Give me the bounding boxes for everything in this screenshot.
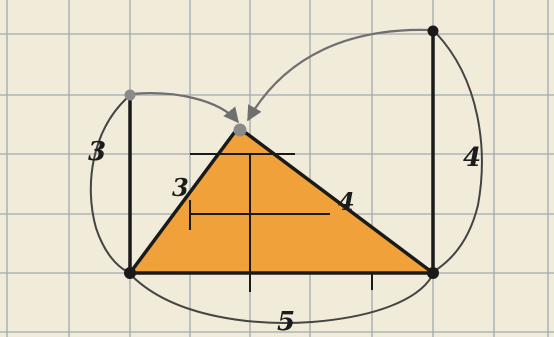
- measure-arcs: [89, 32, 483, 324]
- fold-arrows: [130, 28, 430, 124]
- label-triangle-right-side: 4: [338, 187, 355, 216]
- bottom-right-vertex: [427, 267, 439, 279]
- inner-grid-lines: [189, 153, 330, 273]
- top-left-point: [124, 89, 136, 101]
- vertices: [124, 25, 439, 279]
- label-triangle-left-side: 3: [172, 173, 189, 202]
- top-right-point: [427, 25, 439, 37]
- label-right-vertical-segment: 4: [463, 143, 481, 173]
- bottom-left-vertex: [124, 267, 136, 279]
- axis-ticks: [249, 273, 373, 292]
- right-triangle: [128, 131, 435, 275]
- label-base: 5: [277, 307, 295, 337]
- apex-point: [233, 123, 247, 137]
- label-left-vertical-segment: 3: [88, 137, 106, 167]
